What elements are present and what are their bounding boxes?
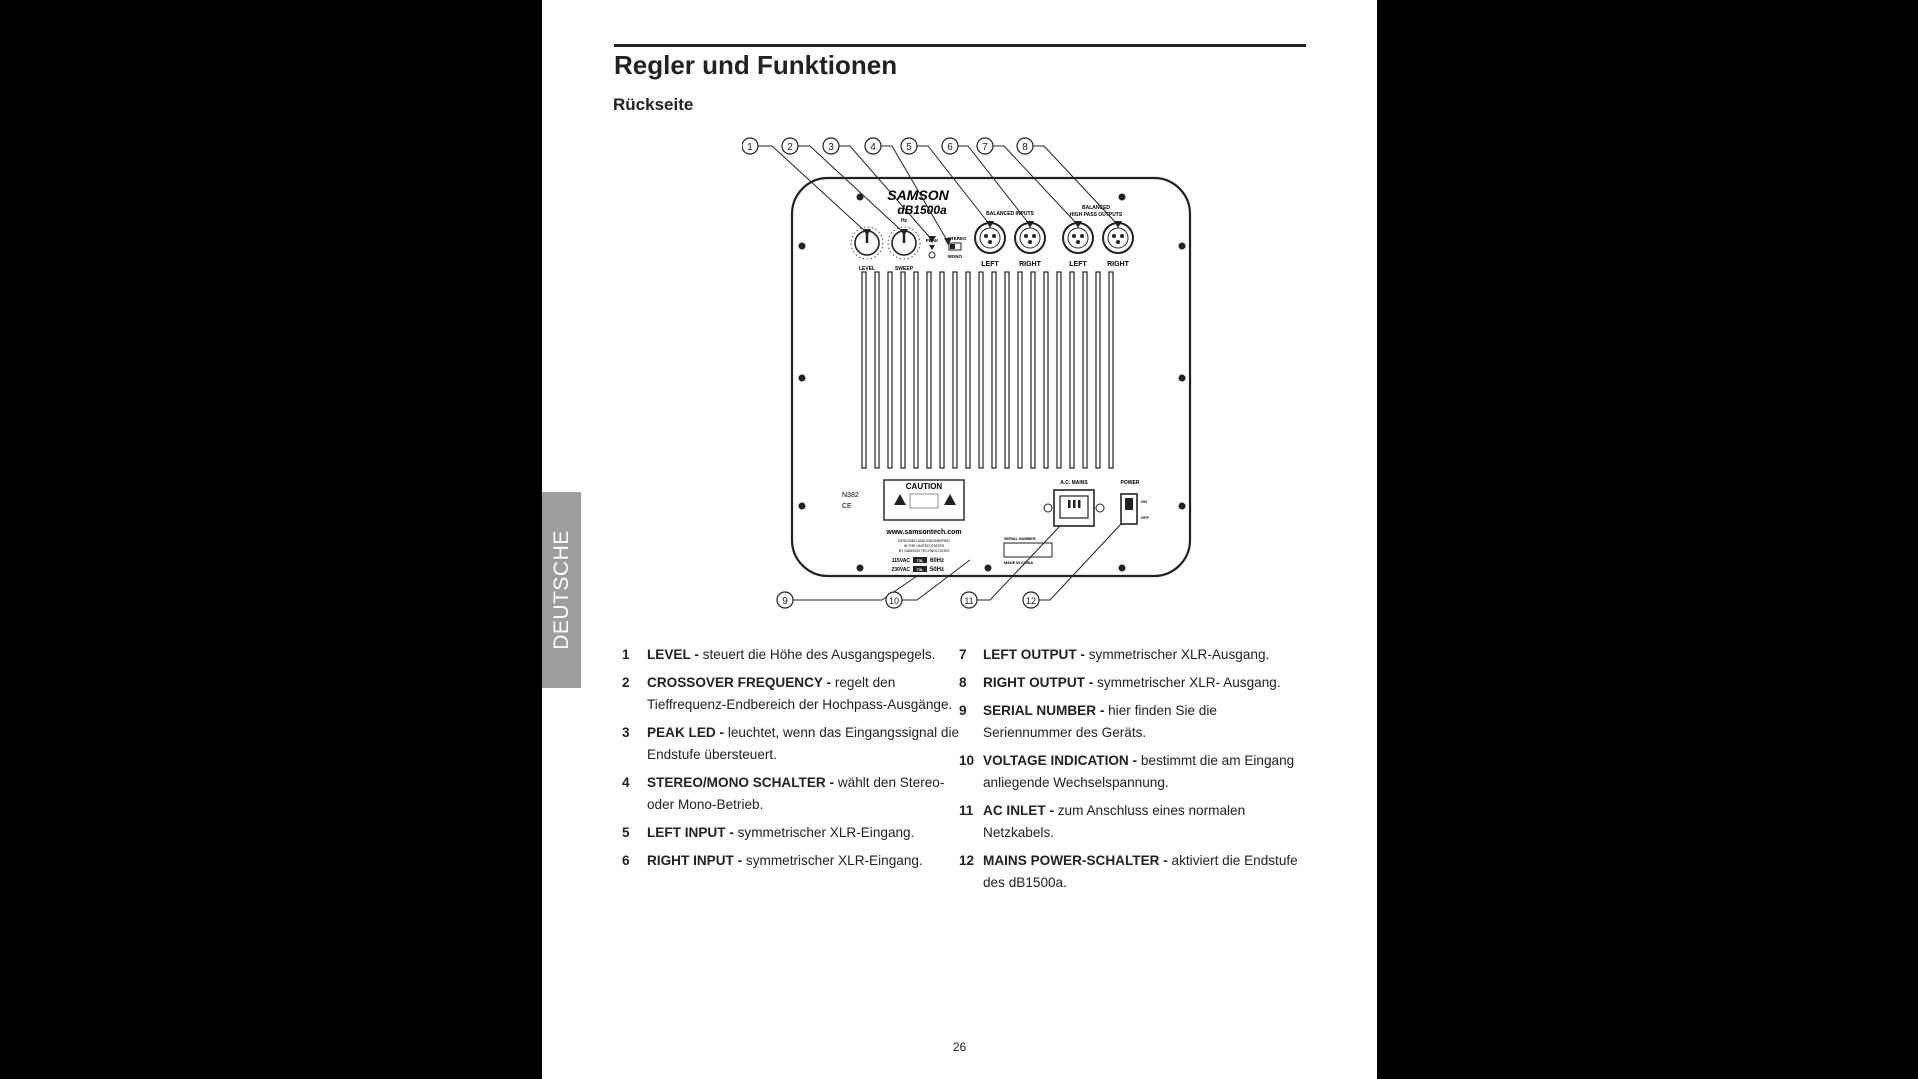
list-item: 6 RIGHT INPUT - symmetrischer XLR-Eingan… [622,853,923,868]
page-number: 26 [952,1040,967,1054]
svg-text:SERIAL NUMBER: SERIAL NUMBER [1004,537,1036,541]
svg-text:230VAC: 230VAC [891,567,910,573]
language-label: DEUTSCHE [549,530,573,650]
list-item: 12 MAINS POWER-SCHALTER - aktiviert die … [959,853,1298,890]
svg-text:BY SAMSON TECHNOLOGIES: BY SAMSON TECHNOLOGIES [899,549,950,553]
svg-text:MADE IN CHINA: MADE IN CHINA [1004,561,1033,565]
svg-text:A.C. MAINS: A.C. MAINS [1060,480,1088,486]
list-item: 2 CROSSOVER FREQUENCY - regelt den Tieff… [622,675,953,712]
svg-text:RIGHT: RIGHT [1107,261,1130,268]
callout-numbers: 1 2 3 4 5 6 7 8 9 10 11 12 [747,142,1036,607]
svg-text:3: 3 [828,142,834,153]
list-item: 10 VOLTAGE INDICATION - bestimmt die am … [959,753,1295,790]
website-label: www.samsontech.com [885,529,961,536]
svg-text:5: 5 [906,142,912,153]
page-title: Regler und Funktionen [614,50,898,80]
svg-text:11: 11 [964,596,973,606]
list-item: 5 LEFT INPUT - symmetrischer XLR-Eingang… [622,825,915,840]
svg-text:10: 10 [889,596,899,606]
svg-text:STEREO: STEREO [948,236,967,241]
svg-text:50Hz: 50Hz [930,567,944,573]
list-item: 1 LEVEL - steuert die Höhe des Ausgangsp… [622,647,936,662]
list-item: 4 STEREO/MONO SCHALTER - wählt den Stere… [622,775,945,812]
svg-text:IN THE UNITED STATES: IN THE UNITED STATES [904,544,945,548]
peak-led [928,251,936,259]
svg-text:BALANCED INPUTS: BALANCED INPUTS [986,211,1034,217]
svg-text:LEFT: LEFT [1069,261,1087,268]
list-item: 11 AC INLET - zum Anschluss eines normal… [959,803,1246,840]
svg-text:9: 9 [782,596,788,607]
svg-text:4: 4 [870,142,876,153]
svg-text:8: 8 [1022,142,1028,153]
warning-icon-2 [944,494,956,505]
svg-text:MONO: MONO [948,254,962,259]
svg-text:T5L: T5L [916,558,924,563]
description-list-right: 7 LEFT OUTPUT - symmetrischer XLR-Ausgan… [959,644,1299,900]
list-item: 3 PEAK LED - leuchtet, wenn das Eingangs… [622,725,960,762]
description-list-left: 1 LEVEL - steuert die Höhe des Ausgangsp… [622,644,962,878]
sweep-knob [887,226,921,260]
svg-text:6: 6 [947,142,953,153]
section-subtitle: Rückseite [613,95,694,114]
svg-text:7: 7 [982,142,988,153]
rear-panel-diagram: SAMSON dB1500a LEVEL SWEEP Hz PEAK STERE… [742,137,1192,609]
svg-text:1: 1 [747,142,753,153]
xlr-left-output [1062,222,1094,254]
svg-text:LEVEL: LEVEL [859,266,875,272]
list-item: 9 SERIAL NUMBER - hier finden Sie die Se… [959,703,1217,740]
callout-circles [742,137,1040,609]
callout-arrowheads [863,221,1122,245]
svg-text:ON: ON [1141,499,1147,504]
svg-text:RIGHT: RIGHT [1019,261,1042,268]
language-side-tab: DEUTSCHE [542,492,581,688]
list-item: 7 LEFT OUTPUT - symmetrischer XLR-Ausgan… [959,647,1270,662]
header-rule [614,44,1306,47]
manual-page: Regler und Funktionen Rückseite DEUTSCHE… [542,0,1377,1079]
svg-text:12: 12 [1026,596,1036,606]
svg-text:HIGH PASS OUTPUTS: HIGH PASS OUTPUTS [1070,212,1123,218]
heatsink-fins [861,271,1114,469]
model-name: dB1500a [897,203,947,217]
brand-logo: SAMSON [887,187,949,203]
list-item: 8 RIGHT OUTPUT - symmetrischer XLR- Ausg… [959,675,1281,690]
serial-number-box [1003,542,1053,558]
callout-leaders [757,145,1122,601]
ce-mark: CE [842,503,852,510]
svg-text:115VAC: 115VAC [892,558,911,564]
svg-text:2: 2 [787,142,793,153]
n382-mark: N382 [842,492,859,499]
svg-text:OFF: OFF [1141,515,1150,520]
svg-text:60Hz: 60Hz [930,558,944,564]
svg-text:Hz: Hz [901,218,908,224]
svg-text:CAUTION: CAUTION [906,482,943,491]
warning-icon [894,494,906,505]
svg-text:POWER: POWER [1121,480,1140,486]
svg-text:LEFT: LEFT [981,261,999,268]
panel-screws [798,193,1186,572]
svg-text:DESIGNED AND ENGINEERED: DESIGNED AND ENGINEERED [898,539,950,543]
level-knob [850,226,884,260]
svg-text:T5L: T5L [916,567,924,572]
svg-text:SWEEP: SWEEP [895,266,914,272]
svg-text:BALANCED: BALANCED [1082,205,1110,211]
